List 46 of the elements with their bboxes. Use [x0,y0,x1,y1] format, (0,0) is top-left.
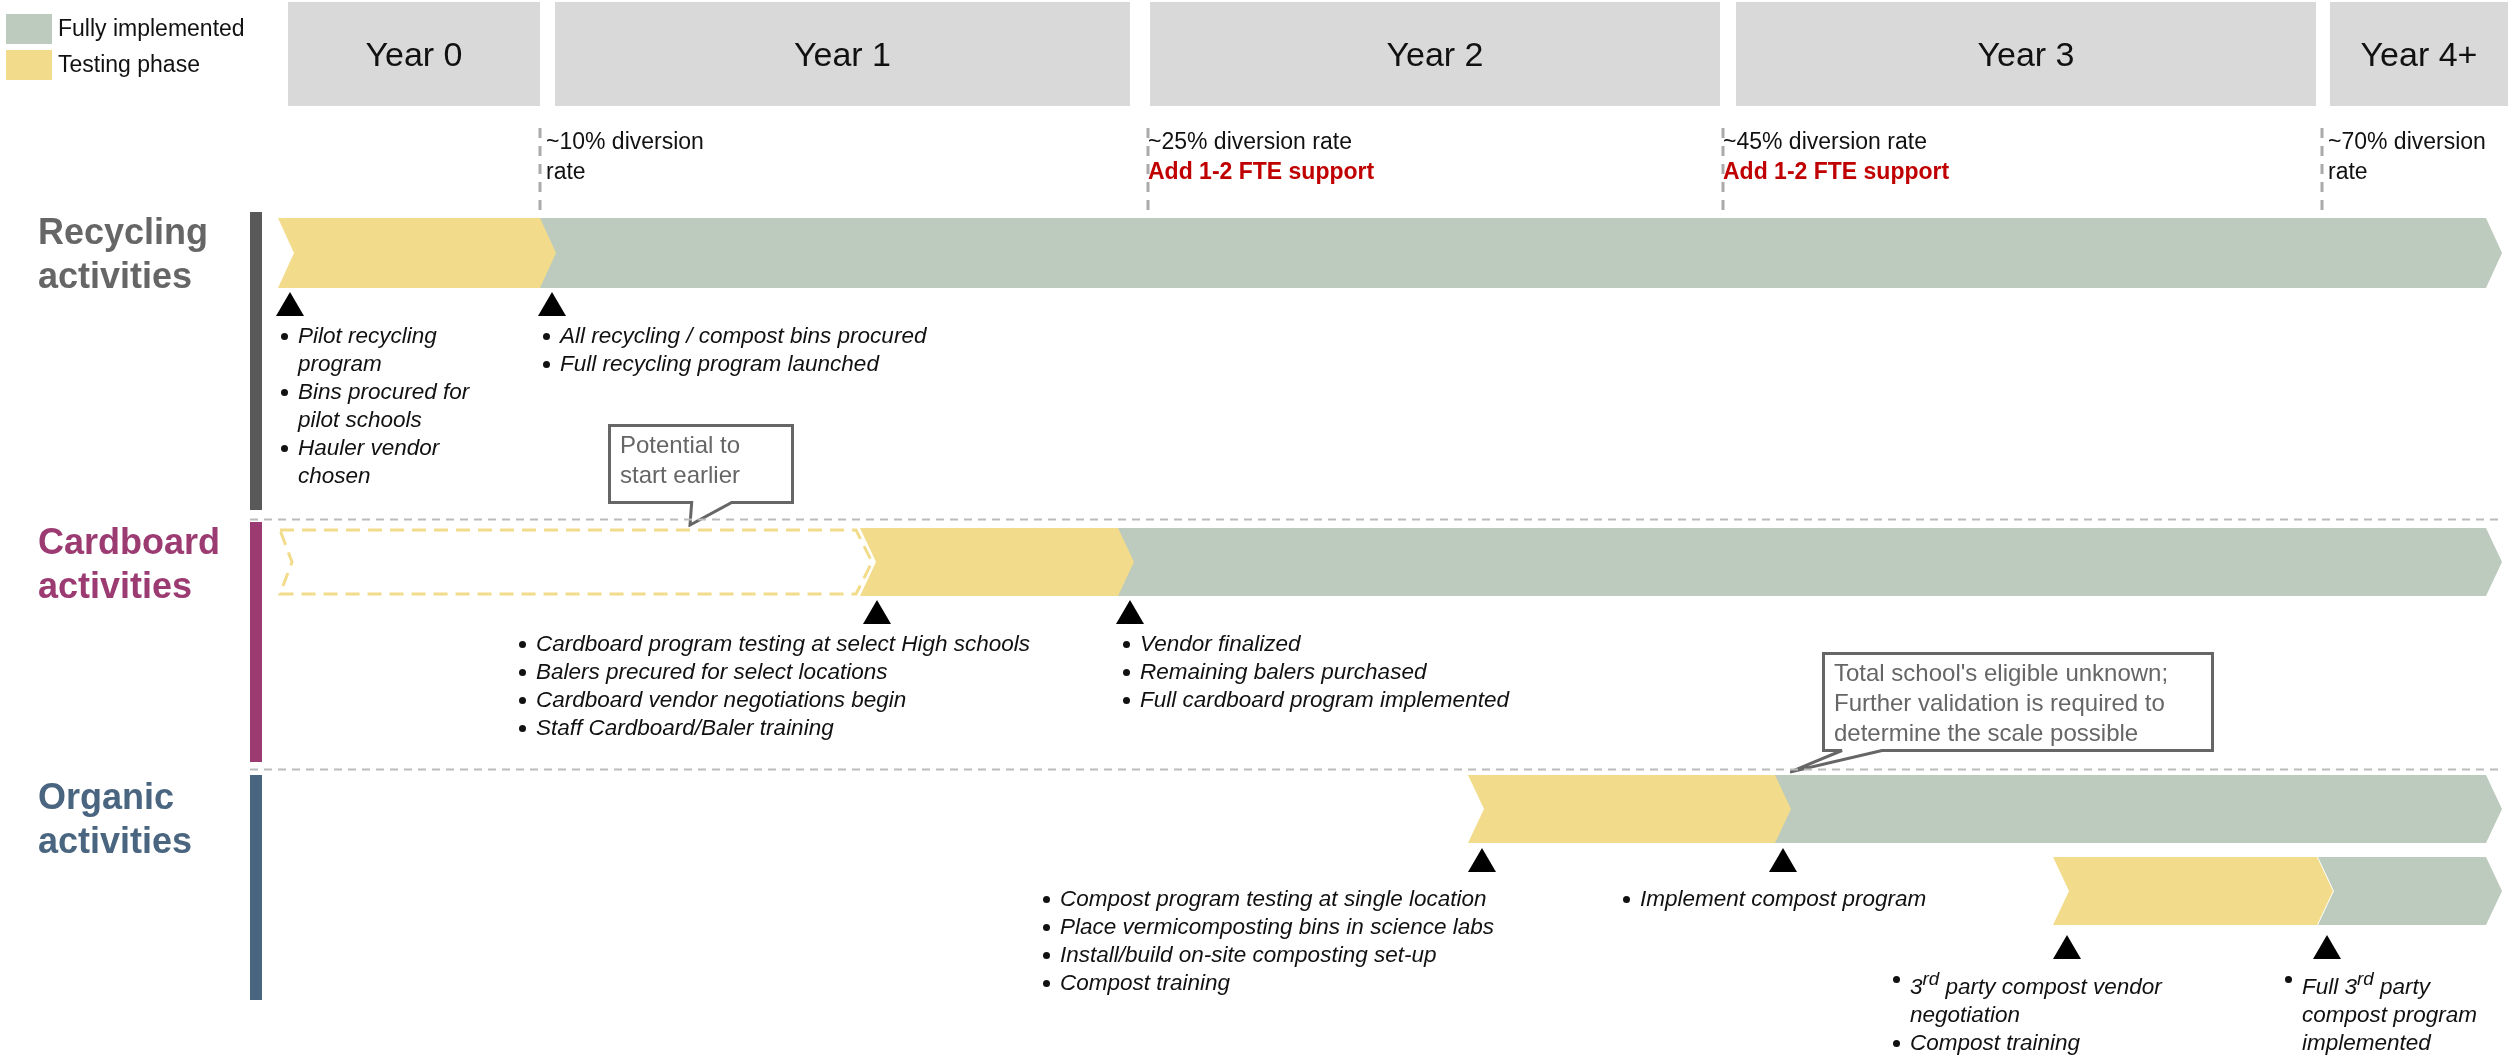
dashed-chevron-bar [278,528,874,596]
row-title: Cardboard activities [38,520,222,608]
testing-phase-bar [2053,857,2333,925]
year-header: Year 4+ [2330,2,2508,106]
milestone-note: All recycling / compost bins procured [560,322,927,350]
diversion-rate-label: ~10% diversion rate [546,127,705,186]
diversion-rate-label: ~25% diversion rate [1148,127,1353,156]
milestone-note: Install/build on-site composting set-up [1060,941,1437,969]
year-header: Year 0 [288,2,540,106]
milestone-note: Staff Cardboard/Baler training [536,714,834,742]
milestone-note: Cardboard vendor negotiations begin [536,686,907,714]
implemented-phase-bar [2318,857,2502,925]
testing-phase-bar [860,528,1136,596]
milestone-note: Bins procured for pilot schools [298,378,471,434]
milestone-note: Compost training [1910,1028,2081,1057]
year-header: Year 1 [555,2,1130,106]
milestone-note: Full 3$^{rd}$ party compost program implemented [2302,967,2479,1057]
year-header: Year 3 [1736,2,2316,106]
implemented-phase-bar [1775,775,2502,843]
milestone-note: Vendor finalized [1140,630,1301,658]
staffing-note: Add 1-2 FTE support [1148,157,1376,186]
milestone-note: Pilot recycling program [298,322,438,378]
row-title: Organic activities [38,775,194,863]
milestone-note: Hauler vendor chosen [298,434,441,490]
callout-bubble: Potential to start earlier [608,424,796,527]
diversion-rate-label: ~45% diversion rate [1723,127,1928,156]
legend-label: Fully implemented [58,15,245,42]
milestone-note: Full cardboard program implemented [1140,686,1509,714]
year-header: Year 2 [1150,2,1720,106]
milestone-note: Place vermicomposting bins in science labs [1060,913,1494,941]
implemented-phase-bar [540,218,2502,288]
milestone-note: Cardboard program testing at select High schools [536,630,1030,658]
testing-phase-bar [1468,775,1794,843]
implemented-phase-bar [1118,528,2502,596]
milestone-note: 3$^{rd}$ party compost vendor negotiation [1910,967,2164,1029]
milestone-note: Full recycling program launched [560,350,879,378]
milestone-note: Remaining balers purchased [1140,658,1427,686]
milestone-note: Compost training [1060,969,1231,997]
legend-label: Testing phase [58,51,200,78]
callout-bubble: Total school's eligible unknown; Further validation is required to determine the scale possible [1790,652,2216,774]
staffing-note: Add 1-2 FTE support [1723,157,1951,186]
milestone-note: Implement compost program [1640,885,1927,913]
milestone-note: Balers precured for select locations [536,658,888,686]
diversion-rate-label: ~70% diversion rate [2328,127,2487,186]
milestone-note: Compost program testing at single location [1060,885,1487,913]
row-title: Recycling activities [38,210,210,298]
